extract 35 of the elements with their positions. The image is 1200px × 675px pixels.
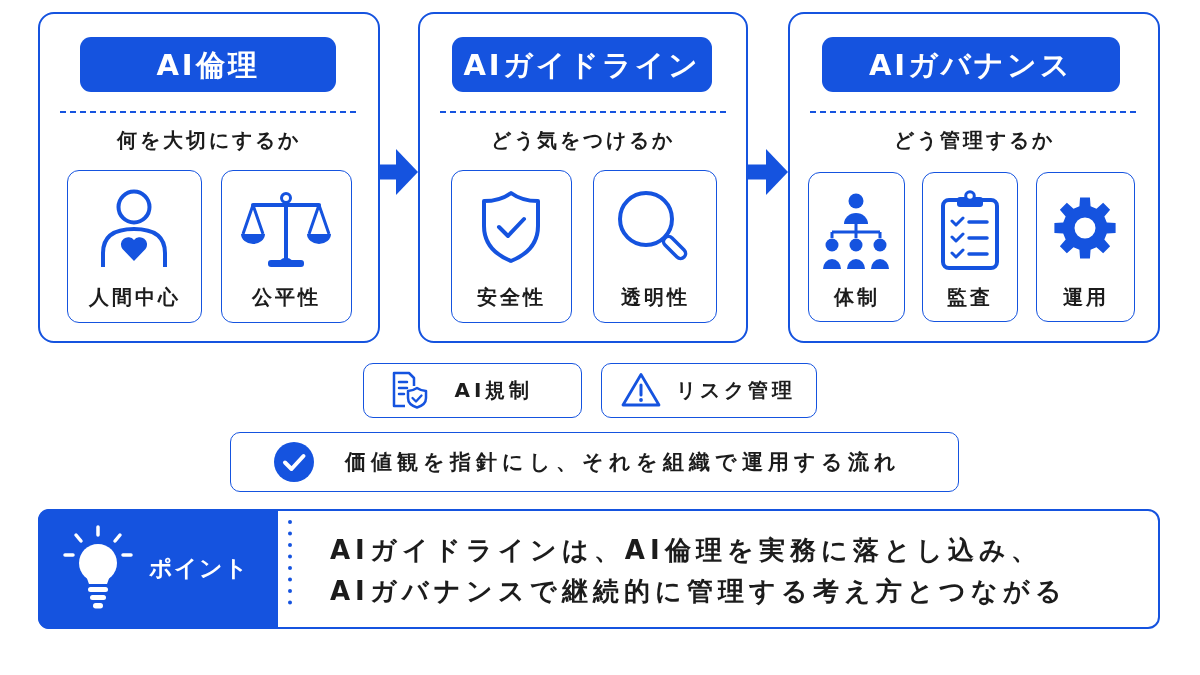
item-label: 透明性 bbox=[620, 284, 690, 309]
heading-banner: AIガイドライン bbox=[452, 37, 712, 92]
item-label: 人間中心 bbox=[88, 284, 181, 309]
icon-card bbox=[451, 170, 572, 323]
icon-card bbox=[922, 172, 1018, 322]
section-panel bbox=[788, 12, 1160, 343]
icon-card bbox=[67, 170, 202, 323]
icon-card bbox=[593, 170, 717, 323]
point-box bbox=[38, 509, 1160, 629]
block-arrow bbox=[380, 149, 418, 195]
note-text: 価値観を指針にし、それを組織で運用する流れ bbox=[344, 449, 901, 475]
icon-card bbox=[221, 170, 352, 323]
item-label: 監査 bbox=[947, 284, 993, 309]
item-label: 安全性 bbox=[477, 284, 546, 309]
icon-card bbox=[808, 172, 905, 322]
heading-banner: AI倫理 bbox=[80, 37, 336, 92]
item-label: 体制 bbox=[833, 284, 880, 309]
subtitle: どう管理するか bbox=[893, 128, 1055, 152]
item-label: 運用 bbox=[1062, 284, 1109, 309]
note-box bbox=[230, 432, 959, 492]
block-arrow bbox=[748, 149, 788, 195]
tag-label: AI規制 bbox=[454, 377, 534, 403]
point-text: AIガイドラインは、AI倫理を実務に落とし込み、AIガバナンスで継続的に管理する考え方とつながる bbox=[330, 534, 1068, 608]
point-band bbox=[38, 509, 278, 629]
section-panel bbox=[38, 12, 380, 343]
band-label: ポイント bbox=[149, 554, 249, 582]
heading-banner: AIガバナンス bbox=[822, 37, 1120, 92]
tag-box bbox=[363, 363, 582, 418]
section-panel bbox=[418, 12, 748, 343]
item-label: 公平性 bbox=[252, 284, 321, 309]
tag-label: リスク管理 bbox=[675, 377, 796, 403]
tag-box bbox=[601, 363, 817, 418]
icon-card bbox=[1036, 172, 1135, 322]
subtitle: 何を大切にするか bbox=[117, 128, 301, 152]
subtitle: どう気をつけるか bbox=[491, 128, 675, 152]
